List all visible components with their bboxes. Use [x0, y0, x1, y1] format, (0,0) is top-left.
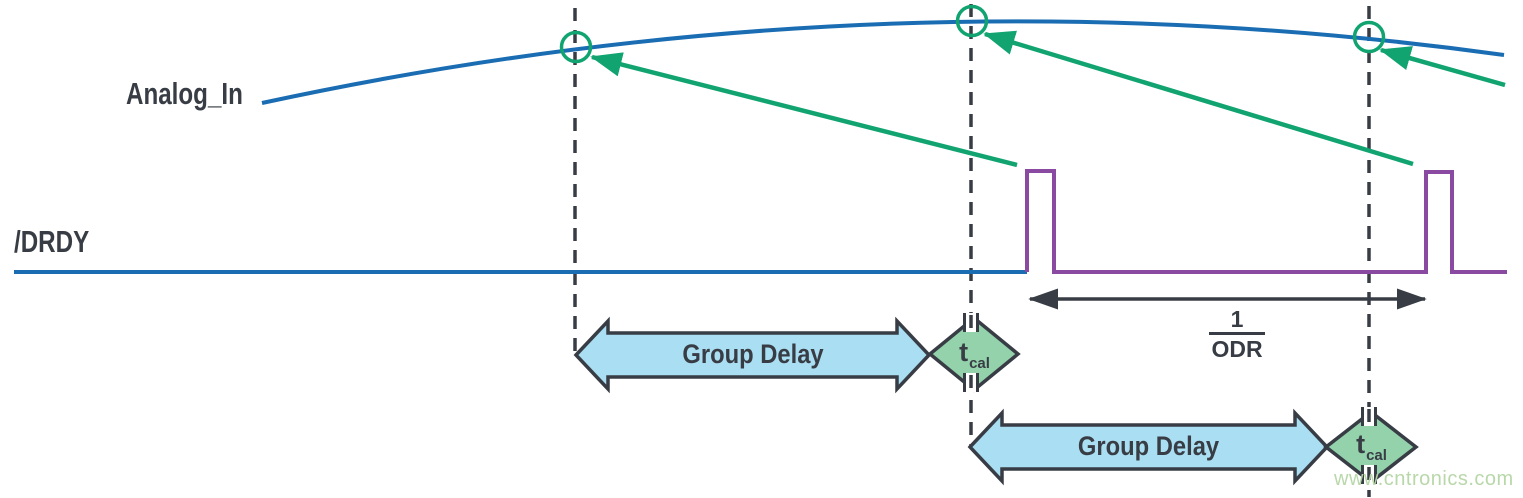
tcal-diamond-2 — [1323, 409, 1419, 485]
sample-point-circle-2 — [955, 4, 989, 38]
sample-arrow-1 — [590, 52, 1018, 168]
tcal-diamond-1-notches — [963, 313, 979, 392]
odr-denominator: ODR — [1209, 332, 1265, 361]
drdy-label: /DRDY — [14, 224, 90, 259]
tcal-diamond-2-notches — [1361, 407, 1377, 484]
tcal-label-2: tcal — [1331, 429, 1411, 465]
group-delay-label-1: Group Delay — [682, 339, 824, 369]
odr-fraction-label: 1 ODR — [1209, 306, 1265, 361]
analog-input-curve — [261, 19, 1505, 105]
sample-arrow-2 — [983, 30, 1414, 167]
sample-point-circle-3 — [1352, 20, 1386, 54]
tcal-label-2-base: t — [1356, 429, 1366, 459]
drdy-pulse-waveform — [1025, 169, 1507, 274]
tcal-label-2-subscript: cal — [1366, 447, 1387, 464]
tcal-label-1-subscript: cal — [969, 355, 990, 372]
tcal-diamond-1 — [927, 315, 1021, 393]
watermark-text: www.cntronics.com — [1334, 468, 1514, 490]
analog-in-label: Analog_In — [126, 76, 243, 111]
odr-numerator: 1 — [1230, 306, 1244, 332]
sample-point-circle-1 — [559, 30, 593, 64]
group-delay-label-2: Group Delay — [1077, 431, 1220, 461]
tcal-label-1: tcal — [934, 337, 1014, 373]
sample-arrow-3 — [1379, 46, 1506, 88]
tcal-label-1-base: t — [959, 337, 969, 367]
